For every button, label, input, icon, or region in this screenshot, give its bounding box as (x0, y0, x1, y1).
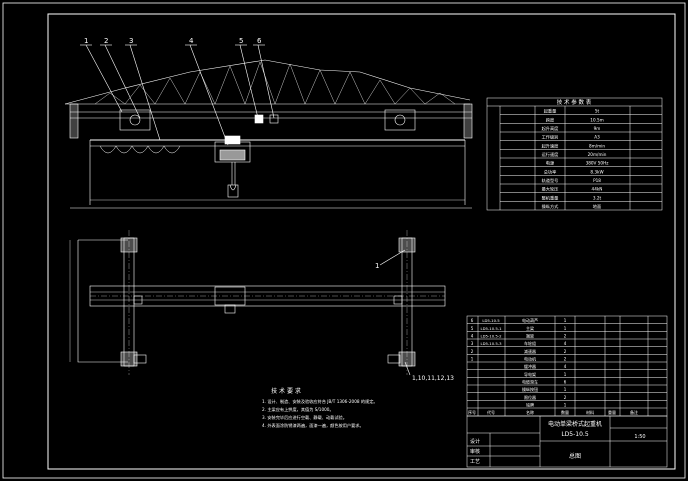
parts-row-name: 电动葫芦 (522, 317, 538, 323)
parts-row-qty: 6 (564, 380, 567, 385)
parts-row-name: 铭牌 (526, 402, 534, 408)
title-row-label-2: 工艺 (470, 459, 480, 465)
tech-req-items: 1. 设计、制造、安装及验收应符合 JB/T 1306-2008 的规定。2. … (262, 398, 378, 429)
parts-header-cell: 数量 (561, 409, 569, 415)
parts-row-name: 端梁 (526, 333, 534, 339)
parts-row-qty: 4 (564, 341, 567, 346)
spec-row-value: 8m/min (589, 143, 605, 148)
parts-row-qty: 1 (564, 403, 567, 408)
spec-row-value: 380V 50Hz (586, 161, 610, 166)
tech-req-item: 4. 外表面涂防锈漆两遍，面漆一遍，颜色按用户要求。 (262, 422, 364, 429)
parts-row-name: 操纵按钮 (522, 386, 538, 392)
callout-2: 2 (104, 37, 108, 45)
spec-row-label: 运行速度 (542, 151, 560, 158)
top-callout-numbers: 1 2 3 4 5 6 (84, 37, 262, 45)
tech-req-item: 3. 安装完毕后应进行空载、静载、动载试验。 (262, 414, 347, 421)
callout-6: 6 (257, 37, 262, 45)
spec-row-label: 电源 (546, 160, 555, 167)
spec-row-value: 10.5m (590, 117, 603, 122)
parts-header-cell: 备注 (630, 409, 638, 415)
spec-row-value: P18 (593, 178, 601, 183)
parts-row-no: 6 (471, 318, 474, 323)
callout-1: 1 (84, 37, 88, 45)
parts-row-name: 导电架 (524, 371, 536, 377)
parts-list-rows: 6 LD5-10.5 电动葫芦 1 5 LD5-10.5-1 主梁 1 4 LD5-10.5-2 端… (468, 317, 638, 415)
callout-3: 3 (129, 37, 133, 45)
spec-row-label: 起重量 (544, 108, 557, 115)
spec-row-label: 起升高度 (542, 125, 560, 132)
spec-row-value: 9m (594, 126, 601, 131)
spec-table-title: 技 术 参 数 表 (557, 98, 592, 106)
tech-req-item: 2. 主梁应有上拱度，其值为 S/1000。 (262, 406, 334, 413)
parts-header-cell: 代号 (487, 409, 495, 415)
title-block (466, 415, 668, 468)
spec-row-value: 3.2t (593, 195, 602, 200)
parts-row-qty: 4 (564, 364, 567, 369)
parts-row-qty: 2 (564, 349, 567, 354)
tech-req-title: 技 术 要 求 (271, 387, 301, 395)
spec-row-label: 总功率 (544, 168, 557, 175)
parts-row-no: 5 (471, 326, 474, 331)
spec-row-label: 起升速度 (542, 142, 560, 149)
elevation-view (64, 44, 473, 209)
spec-row-label: 轨道型号 (542, 177, 559, 184)
spec-row-value: A3 (594, 135, 600, 140)
parts-row-no: 2 (471, 349, 474, 354)
parts-row-qty: 1 (564, 326, 567, 331)
drawing-scale: 1:50 (634, 434, 645, 440)
parts-row-no: 1 (471, 357, 474, 362)
parts-row-qty: 1 (564, 318, 567, 323)
parts-header-cell: 重量 (608, 409, 616, 415)
parts-row-name: 主梁 (526, 325, 534, 331)
parts-row-name: 电缆滑车 (522, 379, 538, 385)
spec-row-value: 5t (595, 109, 600, 114)
parts-row-code: LD5-10.5 (482, 318, 500, 323)
spec-table-rows: 起重量 5t 跨度 10.5m 起升高度 9m 工作级别 A3 起升速度 8m/min 运行速度 20… (542, 108, 610, 210)
plan-callout-1: 1 (375, 262, 379, 270)
parts-row-name: 车轮组 (524, 340, 536, 346)
parts-row-name: 减速器 (524, 348, 536, 354)
plan-view (69, 230, 446, 376)
callout-4: 4 (189, 37, 194, 45)
spec-row-label: 工作级别 (542, 134, 559, 141)
inner-frame (47, 13, 676, 470)
parts-row-name: 限位器 (524, 394, 536, 400)
parts-row-code: LD5-10.5-1 (480, 326, 502, 331)
spec-row-label: 操纵方式 (542, 203, 560, 210)
parts-header-cell: 材料 (586, 409, 594, 415)
parts-row-code: LD5-10.5-3 (480, 341, 502, 346)
parts-row-name: 电动机 (524, 356, 536, 362)
parts-list (466, 315, 668, 417)
drawing-number: 总图 (569, 452, 581, 460)
spec-row-label: 整机重量 (542, 194, 559, 201)
spec-row-value: 20m/min (588, 152, 607, 157)
parts-row-qty: 2 (564, 334, 567, 339)
parts-header-cell: 名称 (526, 409, 534, 415)
title-row-label-0: 设计 (470, 438, 480, 445)
drawing-title: 电动单梁桥式起重机 (548, 420, 602, 428)
parts-row-name: 缓冲器 (524, 363, 536, 369)
tech-req-item: 1. 设计、制造、安装及验收应符合 JB/T 1306-2008 的规定。 (262, 398, 378, 405)
spec-row-label: 跨度 (546, 116, 555, 123)
spec-row-value: 地面 (593, 203, 601, 210)
spec-row-label: 最大轮压 (542, 186, 559, 193)
callout-5: 5 (239, 37, 243, 45)
spec-row-value: 44kN (592, 187, 603, 192)
parts-row-no: 3 (471, 341, 474, 346)
parts-row-qty: 1 (564, 372, 567, 377)
parts-row-no: 4 (471, 334, 474, 339)
parts-row-qty: 2 (564, 395, 567, 400)
parts-row-qty: 1 (564, 387, 567, 392)
parts-row-code: LD5-10.5-2 (480, 334, 502, 339)
spec-table (486, 97, 663, 211)
parts-row-qty: 2 (564, 357, 567, 362)
parts-header-cell: 序号 (468, 409, 476, 415)
plan-callout-bottom: 1,10,11,12,13 (412, 375, 454, 382)
drawing-subtitle: LD5-10.5 (561, 431, 588, 438)
spec-row-value: 8.3kW (590, 169, 603, 174)
title-row-label-1: 审核 (470, 448, 480, 455)
